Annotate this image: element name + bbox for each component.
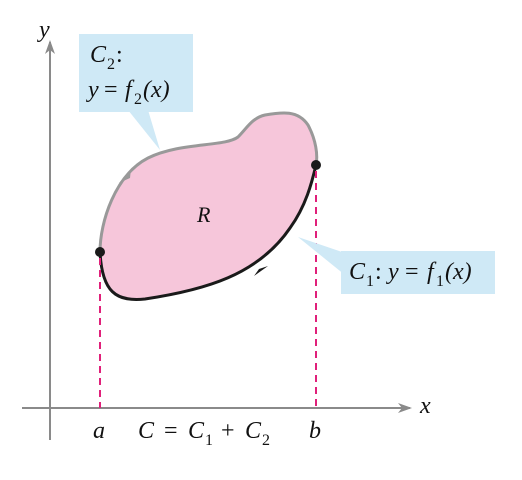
equation-c1: C bbox=[188, 418, 205, 444]
callout-c1-equals: = bbox=[405, 259, 419, 285]
callout-c1-f-subscript: 1 bbox=[436, 273, 444, 290]
curve-c1-direction-arrow bbox=[254, 266, 268, 276]
equation-c1-subscript: 1 bbox=[205, 432, 213, 449]
y-axis-label: y bbox=[37, 17, 50, 43]
tick-label-b: b bbox=[309, 418, 321, 444]
x-axis-label: x bbox=[419, 393, 431, 419]
curve-c2-direction-arrow bbox=[119, 169, 131, 183]
equation-c2: C bbox=[245, 418, 262, 444]
callout-c2-pointer bbox=[128, 110, 160, 150]
callout-c1-f: f bbox=[427, 259, 437, 285]
equation-c: C bbox=[138, 418, 155, 444]
callout-c1-colon: : bbox=[375, 259, 382, 285]
callout-c2-equals: = bbox=[104, 77, 118, 103]
callout-c2-f-subscript: 2 bbox=[134, 91, 142, 108]
callout-c2-name-subscript: 2 bbox=[107, 56, 115, 73]
endpoint-a bbox=[95, 247, 105, 257]
callout-c2-y: y bbox=[86, 77, 99, 103]
equation-c-sum: C = C 1 + C 2 bbox=[138, 418, 270, 449]
region-r bbox=[100, 112, 317, 300]
callout-c1-pointer bbox=[298, 237, 345, 275]
endpoint-b bbox=[311, 160, 321, 170]
callout-c2-f: f bbox=[125, 77, 135, 103]
callout-c1-argument: (x) bbox=[445, 259, 472, 285]
callout-c1-box bbox=[341, 251, 495, 294]
curve-c1 bbox=[98, 164, 318, 301]
callout-c2-name: C bbox=[90, 42, 107, 68]
callout-c1-name-subscript: 1 bbox=[366, 273, 374, 290]
callout-c2-box bbox=[79, 34, 193, 112]
callout-c2-colon: : bbox=[116, 42, 123, 68]
tick-label-a: a bbox=[93, 418, 105, 444]
callout-c2: C 2 : y = f 2 (x) bbox=[79, 34, 193, 150]
equation-c2-subscript: 2 bbox=[262, 432, 270, 449]
callout-c1: C 1 : y = f 1 (x) bbox=[298, 237, 495, 294]
callout-c1-name: C bbox=[349, 259, 366, 285]
callout-c1-y: y bbox=[386, 259, 399, 285]
equation-equals: = bbox=[164, 418, 178, 444]
callout-c2-argument: (x) bbox=[143, 77, 170, 103]
equation-plus: + bbox=[221, 418, 235, 444]
region-label: R bbox=[196, 202, 211, 227]
